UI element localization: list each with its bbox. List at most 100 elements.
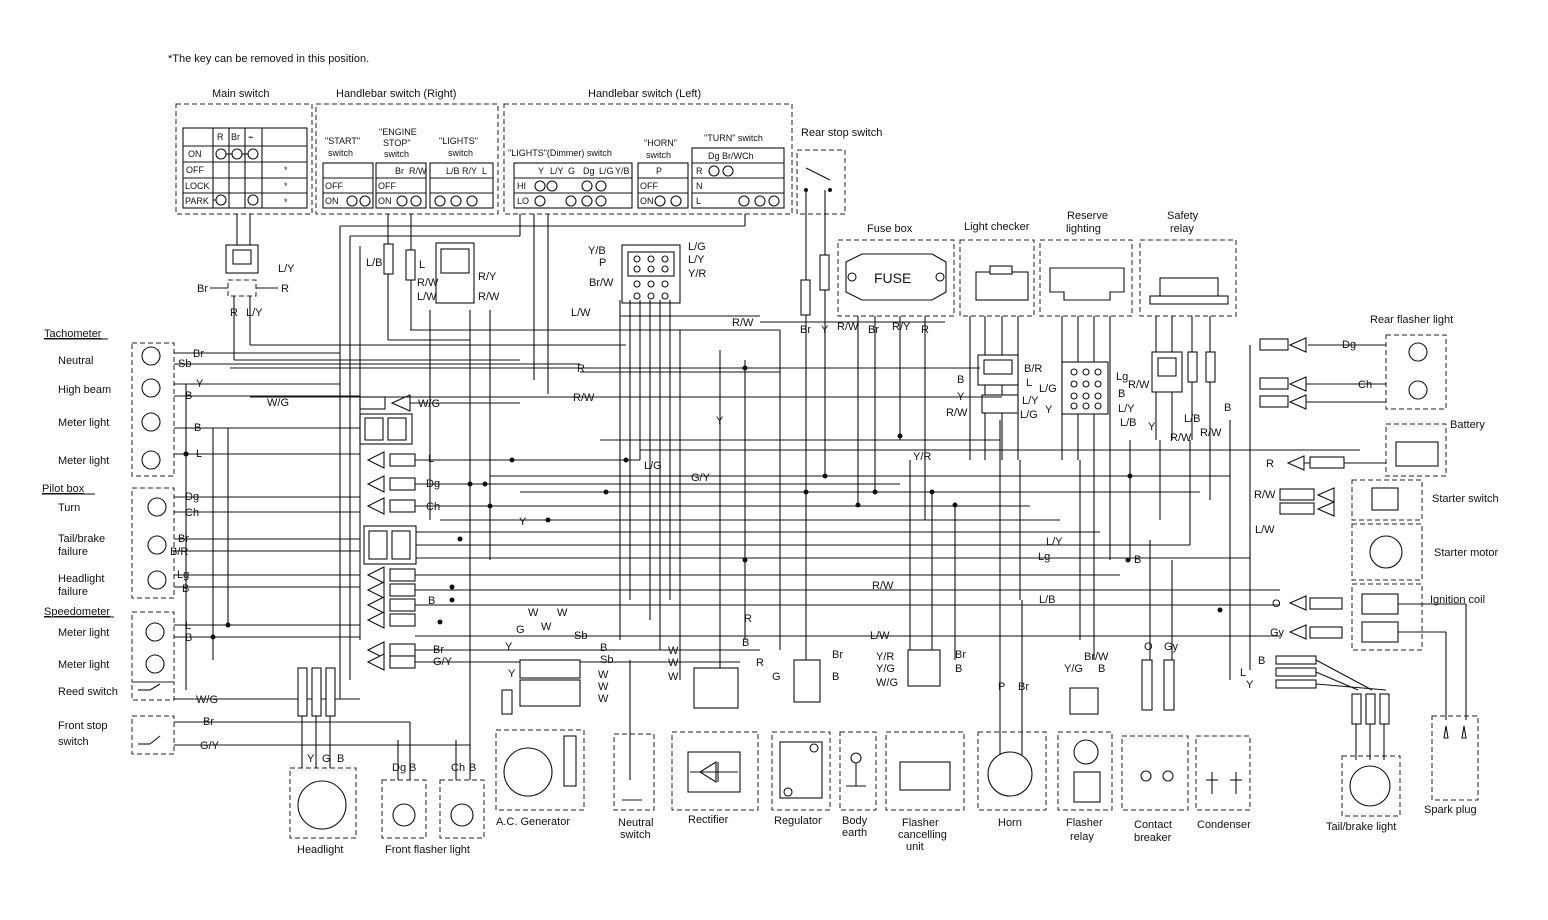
bus-wire-rw: R/W: [732, 317, 754, 329]
body-earth-1: Body: [842, 815, 868, 827]
handlebar-switch-left: Handlebar switch (Left) "LIGHTS"(Dimmer)…: [503, 88, 793, 304]
turn-col-ch: Ch: [742, 151, 754, 161]
meter-light-3: Meter light: [58, 627, 109, 639]
bus-wire-y: Y: [519, 516, 527, 528]
condenser-label: Condenser: [1197, 819, 1251, 831]
horn-sw-l2: switch: [646, 150, 671, 160]
lp-wire-br3: B/R: [170, 546, 188, 558]
estop-l3: switch: [384, 149, 409, 159]
sr-title-1: Safety: [1167, 210, 1199, 222]
lp-wire-ch: Ch: [185, 507, 199, 519]
ms-col-r: R: [217, 132, 224, 142]
ignition-coil-label: Ignition coil: [1430, 594, 1485, 606]
lp-wire-b5: B: [185, 632, 192, 644]
gen-wire-sb: Sb: [574, 630, 587, 642]
bus-wire-l: L: [428, 453, 434, 465]
lc-title: Light checker: [964, 221, 1030, 233]
condenser: Condenser: [1195, 735, 1251, 831]
gen-wire-y: Y: [505, 641, 513, 653]
gen-wire-b: B: [600, 642, 607, 654]
speedometer-title: Speedometer: [44, 606, 110, 618]
rectifier: W W W B R R Rectifier: [668, 613, 764, 826]
battery-label: Battery: [1450, 419, 1485, 431]
hr-wire-lb: L/B: [366, 257, 383, 269]
bus-wire-wg: W/G: [267, 397, 289, 409]
ms-row-park: PARK: [185, 196, 209, 206]
fuse-box: Fuse box FUSE R/W Br R/Y R: [837, 223, 955, 345]
rp-wire-lw: L/W: [1255, 524, 1275, 536]
lights-col-lb: L/B: [446, 166, 460, 176]
rect-wire-w3: W: [668, 671, 679, 683]
ff-wire-b: B: [409, 762, 416, 774]
front-flasher-light: Dg B Ch B Front flasher light: [381, 722, 485, 856]
fuse-box-title: Fuse box: [867, 223, 913, 235]
sr-wire-rw: R/W: [1170, 432, 1192, 444]
ms-row-lock: LOCK: [185, 181, 210, 191]
horn-col-p: P: [656, 166, 662, 176]
safety-relay: Safety relay L/B Y R/W R/W: [1139, 210, 1237, 444]
lights-l2: switch: [448, 148, 473, 158]
lc-wire-br: B/R: [1024, 363, 1042, 375]
head-failure-1: Headlight: [58, 573, 104, 585]
hl-wire-yb: Y/B: [588, 245, 606, 257]
sr-wire-y: Y: [1148, 421, 1156, 433]
lp-wire-gy: G/Y: [200, 740, 220, 752]
flasher-cancelling-unit: Y/R Y/G W/G Br B Flasher cancelling unit: [876, 649, 966, 853]
lights-l1: "LIGHTS": [439, 136, 478, 146]
regulator: G Br B Regulator: [771, 649, 843, 827]
fcu-wire-b: B: [955, 663, 962, 675]
rect-wire-w: W: [668, 645, 679, 657]
cb-wire-o: O: [1144, 641, 1153, 653]
light-checker: Light checker B/R B L Y L/Y R/W L/G: [946, 221, 1042, 460]
neutral-switch-2: switch: [620, 829, 651, 841]
estop-col-br: Br: [395, 166, 404, 176]
lc-wire-ly: L/Y: [1022, 395, 1039, 407]
hl-wire-g: G: [322, 753, 331, 765]
reg-wire-br: Br: [832, 649, 843, 661]
hl-wire-p: P: [599, 257, 606, 269]
bus-wire-ch: Ch: [426, 501, 440, 513]
bus-wire-ly: L/Y: [1046, 536, 1063, 548]
meter-bulbs: [141, 346, 167, 674]
bus-wire-b2: B: [1134, 554, 1141, 566]
turn-row-l: L: [696, 196, 701, 206]
fuse-wire-rw: R/W: [837, 321, 859, 333]
hl-wire-yr: Y/R: [688, 268, 706, 280]
neutral-label: Neutral: [58, 355, 93, 367]
meter-light-2: Meter light: [58, 455, 109, 467]
reg-wire-b: B: [832, 671, 839, 683]
turn-row-r: R: [696, 166, 703, 176]
gen-wire-w5: W: [598, 681, 609, 693]
dim-col-ly: L/Y: [550, 166, 564, 176]
sr-wire-rw2: R/W: [1200, 427, 1222, 439]
ms-wire-r: R: [281, 283, 289, 295]
ms-wire-ly2: L/Y: [246, 307, 263, 319]
meter-light-4: Meter light: [58, 659, 109, 671]
horn-wire-br: Br: [1018, 681, 1029, 693]
turn-sw-title: "TURN" switch: [704, 133, 763, 143]
fuse-wire-r: R: [921, 324, 929, 336]
fr-wire-brw: Br/W: [1084, 651, 1109, 663]
lights-col-l: L: [482, 166, 487, 176]
fuse-wire-ry: R/Y: [892, 321, 911, 333]
fcu-label-3: unit: [906, 841, 924, 853]
cb-wire-gy: Gy: [1164, 641, 1179, 653]
cb-label-1: Contact: [1134, 819, 1172, 831]
hl-wire-lg: L/G: [688, 241, 706, 253]
dim-row-lo: LO: [517, 196, 529, 206]
fr-wire-yg: Y/G: [1064, 663, 1083, 675]
rl-wire-y: Y: [1045, 404, 1053, 416]
dim-col-lg: L/G: [599, 166, 614, 176]
hr-wire-rw2: R/W: [478, 291, 500, 303]
rp-wire-y: Y: [1246, 679, 1254, 691]
rp-wire-l: L: [1240, 667, 1246, 679]
flasher-relay: Y/G Br/W B Flasher relay: [1057, 651, 1113, 843]
body-earth: Body earth: [839, 731, 877, 839]
rl-wire-lgg: L/G: [1039, 383, 1057, 395]
bus-wire-rw3: R/W: [872, 580, 894, 592]
harness-lines: [230, 214, 1360, 755]
fcu-wire-br: Br: [955, 649, 966, 661]
rl-wire-lb: L/B: [1120, 417, 1137, 429]
rect-wire-w2: W: [668, 657, 679, 669]
sr-title-2: relay: [1170, 223, 1194, 235]
